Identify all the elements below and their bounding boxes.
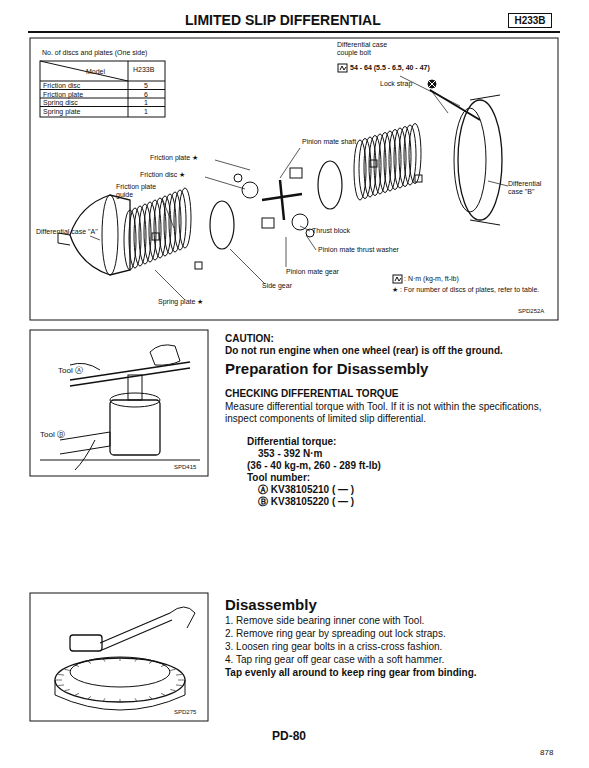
tool-number: Ⓐ KV38105210 ( — )	[258, 484, 354, 496]
part-label: Lock strap	[380, 80, 412, 88]
table-title: No. of discs and plates (One side)	[42, 49, 147, 57]
table-cell: 5	[144, 82, 148, 90]
part-label: Differential case "A"	[36, 228, 98, 236]
part-label: Friction plate ★	[150, 154, 198, 162]
part-label: Friction plate guide	[116, 183, 158, 199]
part-label: Differential case couple bolt	[337, 41, 399, 57]
caution-text: Do not run engine when one wheel (rear) …	[225, 345, 503, 357]
note-text: Tap evenly all around to keep ring gear …	[225, 667, 477, 679]
step-text: 1. Remove side bearing inner cone with T…	[225, 615, 424, 627]
model-box: H233B	[508, 13, 552, 28]
body-text: Measure differential torque with Tool. I…	[225, 401, 560, 424]
legend-note: : N·m (kg-m, ft-lb)	[404, 275, 459, 283]
spec-value: 353 - 392 N·m	[258, 448, 322, 460]
step-text: 2. Remove ring gear by spreading out loc…	[225, 628, 446, 640]
section-heading: Preparation for Disassembly	[225, 360, 428, 377]
figure-code: SPD275	[174, 709, 196, 716]
step-text: 4. Tap ring gear off gear case with a so…	[225, 654, 444, 666]
part-label: Friction disc ★	[140, 171, 185, 179]
step-text: 3. Loosen ring gear bolts in a criss-cro…	[225, 641, 442, 653]
part-label: Pinion mate gear	[286, 268, 339, 276]
legend-note: ★ : For number of discs of plates, refer…	[392, 286, 542, 294]
table-head: Model	[86, 68, 105, 76]
caution-heading: CAUTION:	[225, 333, 274, 345]
part-label: Pinion mate thrust washer	[318, 246, 399, 254]
part-label: Spring plate ★	[158, 298, 203, 306]
spec-value: (36 - 40 kg-m, 260 - 289 ft-lb)	[247, 460, 381, 472]
table-head: H233B	[133, 66, 154, 74]
sheet-number: 878	[540, 748, 553, 757]
tool-number: Ⓑ KV38105220 ( — )	[258, 496, 354, 508]
table-cell: 1	[144, 108, 148, 116]
part-label: Thrust block	[312, 227, 350, 235]
table-cell: Spring disc	[43, 99, 78, 107]
model-code: H233B	[514, 15, 545, 26]
part-label: Pinion mate shaft	[302, 138, 356, 146]
spec-label: Tool number:	[247, 472, 310, 484]
table-cell: 6	[144, 91, 148, 99]
spec-label: Differential torque:	[247, 436, 336, 448]
part-label: Side gear	[262, 282, 292, 290]
table-cell: Spring plate	[43, 108, 80, 116]
torque-spec: 54 - 64 (5.5 - 6.5, 40 - 47)	[350, 64, 430, 72]
figure-code: SPD252A	[518, 308, 544, 315]
page-title: LIMITED SLIP DIFFERENTIAL	[185, 12, 381, 28]
table-cell: Friction disc	[43, 82, 80, 90]
table-cell: Friction plate	[43, 91, 83, 99]
sub-heading: CHECKING DIFFERENTIAL TORQUE	[225, 388, 399, 400]
tool-label: Tool Ⓑ	[40, 430, 65, 439]
part-label: Differential case "B"	[508, 180, 553, 196]
page-number: PD-80	[272, 730, 306, 744]
table-cell: 1	[144, 99, 148, 107]
tool-label: Tool Ⓐ	[58, 366, 83, 375]
figure-code: SPD415	[174, 464, 196, 471]
section-heading: Disassembly	[225, 596, 317, 613]
